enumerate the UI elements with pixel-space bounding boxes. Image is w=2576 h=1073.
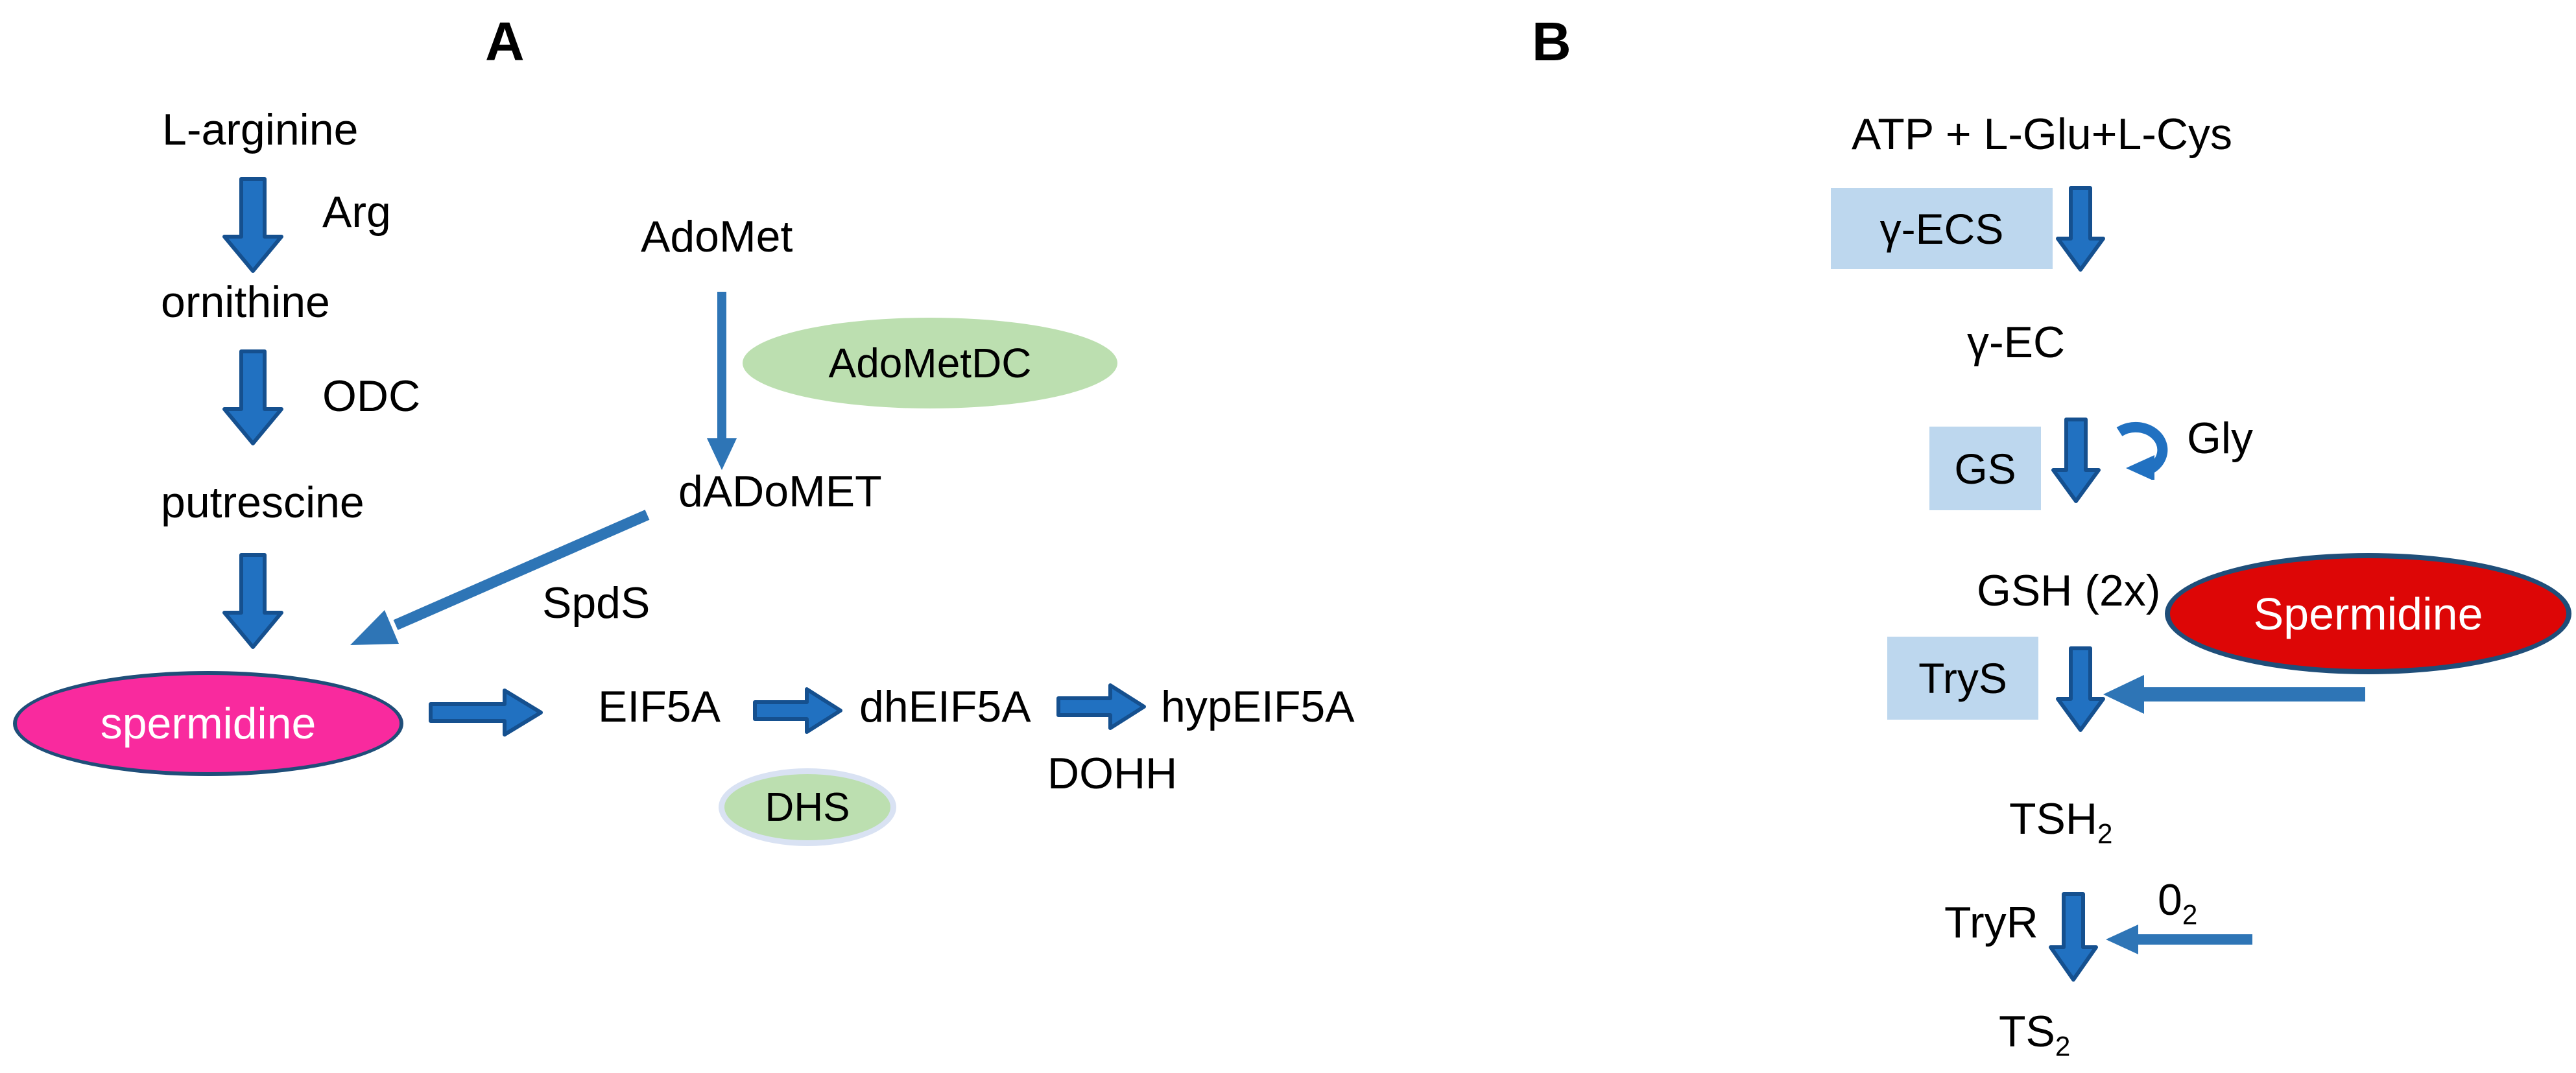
panel-b-label: B bbox=[1532, 11, 1571, 72]
node-ts2: TS2 bbox=[1999, 1007, 2071, 1062]
enzyme-dhs-label: DHS bbox=[765, 784, 850, 830]
block-arrow-down-icon bbox=[2056, 186, 2105, 272]
block-arrow-down-icon bbox=[222, 349, 283, 445]
enzyme-tryr: TryR bbox=[1944, 898, 2038, 947]
enzyme-gecs-label: γ-ECS bbox=[1879, 204, 2004, 253]
enzyme-adometdc-label: AdoMetDC bbox=[828, 340, 1032, 386]
node-o2: 02 bbox=[2158, 875, 2198, 930]
diagonal-arrow-icon bbox=[350, 510, 650, 645]
node-gec: γ-EC bbox=[1967, 318, 2066, 367]
block-arrow-right-icon bbox=[429, 689, 543, 737]
node-dadomet: dADoMET bbox=[678, 467, 882, 516]
node-spermidine-red-label: Spermidine bbox=[2253, 588, 2483, 639]
node-l-arginine: L-arginine bbox=[162, 105, 359, 154]
node-substrates: ATP + L-Glu+L-Cys bbox=[1852, 110, 2233, 159]
node-putrescine: putrescine bbox=[161, 478, 364, 527]
node-gsh: GSH (2x) bbox=[1977, 566, 2161, 615]
node-gly: Gly bbox=[2187, 414, 2253, 463]
node-ornithine: ornithine bbox=[161, 277, 330, 327]
block-arrow-right-icon bbox=[1056, 683, 1146, 730]
enzyme-adometdc-ellipse: AdoMetDC bbox=[743, 318, 1117, 408]
enzyme-trys-label: TryS bbox=[1918, 654, 2007, 702]
node-spermidine-ellipse: spermidine bbox=[13, 671, 403, 776]
enzyme-dohh: DOHH bbox=[1047, 749, 1178, 798]
gly-recycle-arrow-icon bbox=[2116, 421, 2168, 480]
block-arrow-down-icon bbox=[222, 553, 283, 649]
node-adomet: AdoMet bbox=[641, 212, 793, 261]
node-dheif5a: dhEIF5A bbox=[859, 682, 1031, 731]
node-spermidine-red-ellipse: Spermidine bbox=[2165, 553, 2571, 674]
block-arrow-down-icon bbox=[2051, 418, 2101, 503]
node-hypeif5a: hypEIF5A bbox=[1161, 682, 1355, 731]
enzyme-spds: SpdS bbox=[542, 578, 650, 628]
enzyme-odc: ODC bbox=[322, 371, 421, 421]
enzyme-gecs-box: γ-ECS bbox=[1831, 188, 2053, 269]
block-arrow-down-icon bbox=[2056, 646, 2105, 732]
panel-a-label: A bbox=[485, 11, 525, 72]
block-arrow-down-icon bbox=[222, 177, 283, 273]
enzyme-arg: Arg bbox=[322, 187, 391, 237]
node-spermidine-label: spermidine bbox=[100, 699, 316, 748]
block-arrow-down-icon bbox=[2049, 892, 2098, 982]
flat-arrow-left-icon bbox=[2106, 925, 2252, 954]
enzyme-trys-box: TryS bbox=[1887, 637, 2038, 720]
enzyme-gs-box: GS bbox=[1929, 427, 2041, 510]
enzyme-dhs-ellipse: DHS bbox=[719, 768, 896, 846]
node-eif5a: EIF5A bbox=[598, 682, 721, 731]
enzyme-gs-label: GS bbox=[1954, 444, 2016, 493]
thin-arrow-down-icon bbox=[707, 292, 737, 470]
node-tsh2: TSH2 bbox=[2009, 794, 2113, 849]
block-arrow-right-icon bbox=[753, 687, 842, 734]
flat-arrow-left-icon bbox=[2103, 675, 2365, 714]
